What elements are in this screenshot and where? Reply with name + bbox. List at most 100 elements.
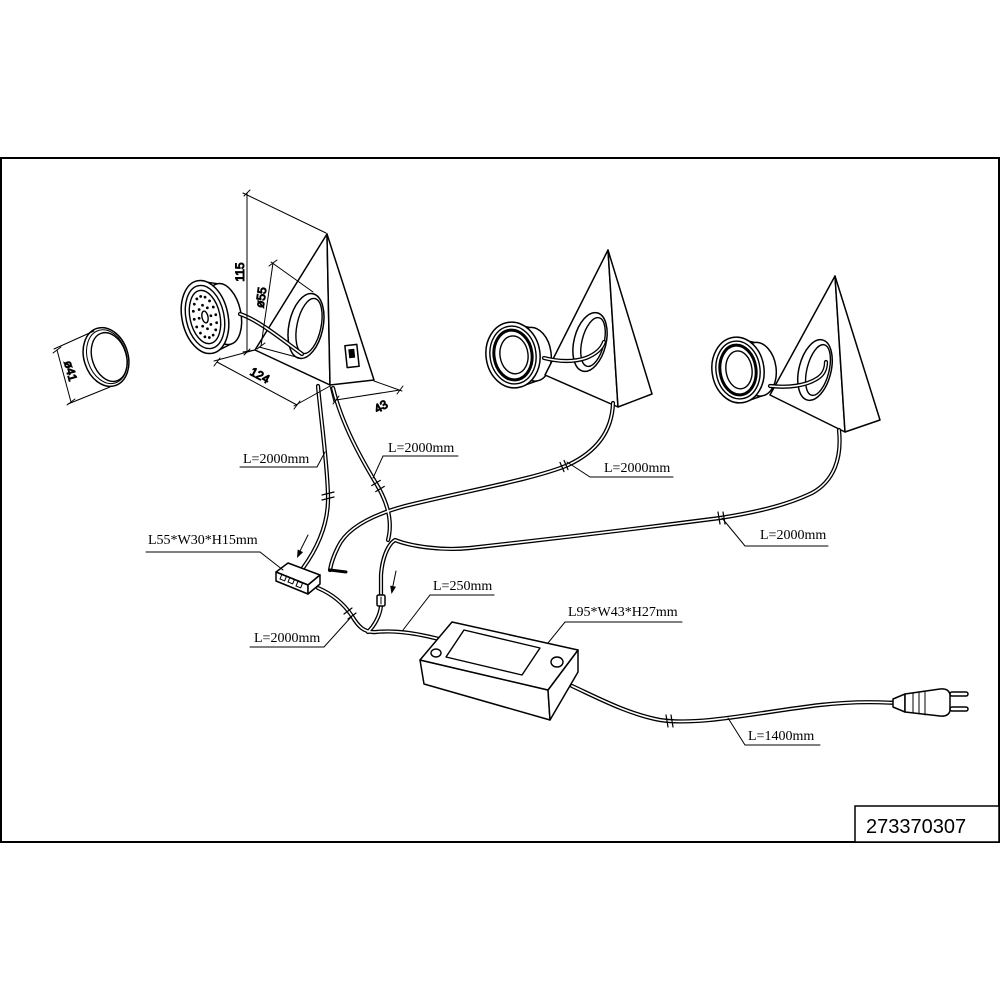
puck-3-dark-ring xyxy=(718,343,758,397)
arrow-connector xyxy=(390,570,397,594)
led-dot xyxy=(207,336,211,339)
led-dot xyxy=(197,308,201,311)
cable-length-label: L=2000mm xyxy=(604,461,670,476)
cable-connectors xyxy=(328,568,386,607)
part-number: 273370307 xyxy=(866,816,966,838)
plug-pin-top xyxy=(949,691,969,697)
leader-light-1-cable-a: L=2000mm xyxy=(239,451,326,468)
leader-light-3-cable: L=2000mm xyxy=(721,517,829,547)
housing-3-hole-inner xyxy=(804,343,832,397)
dimension-height: 115 xyxy=(233,189,327,356)
leader-line xyxy=(721,517,829,547)
dim-tick xyxy=(293,400,301,410)
cable-length-label: L=2000mm xyxy=(243,452,309,467)
light-1-housing xyxy=(254,233,375,386)
led-dot xyxy=(192,302,196,306)
break-mark xyxy=(321,491,335,501)
leader-junction-output: L=2000mm xyxy=(249,615,353,648)
leader-mains-cable: L=1400mm xyxy=(727,717,821,746)
led-dot xyxy=(205,306,209,310)
cable-length-label: L=250mm xyxy=(433,579,492,594)
led-dot xyxy=(209,323,213,326)
led-dot xyxy=(203,335,207,339)
dim-tick xyxy=(52,346,62,354)
housing-3-side-face xyxy=(834,275,881,433)
puck-1-bezel xyxy=(180,279,230,355)
cutout-ring-outer xyxy=(82,326,130,388)
led-dot xyxy=(199,295,203,298)
led-dot xyxy=(192,317,196,321)
housing-1-side-face xyxy=(326,233,375,386)
leader-line xyxy=(566,461,674,478)
leader-line xyxy=(249,615,353,648)
junction-box-size-label: L55*W30*H15mm xyxy=(148,533,258,548)
leader-driver-output: L=250mm xyxy=(402,579,495,631)
dim-tick xyxy=(256,342,266,350)
light-2-puck xyxy=(485,321,553,389)
dimension-cutout-diameter: ø41 xyxy=(52,330,111,406)
puck-2-dark-ring xyxy=(492,328,534,382)
led-dot xyxy=(195,297,199,301)
dim-line xyxy=(335,389,401,401)
dim-tick xyxy=(243,189,251,197)
leader-driver: L95*W43*H27mm xyxy=(547,605,683,644)
driver-top-face xyxy=(419,621,579,691)
led-dot xyxy=(197,316,201,320)
led-dot xyxy=(209,314,213,318)
led-dot xyxy=(201,303,204,307)
break-mark xyxy=(665,714,674,728)
dim-extension xyxy=(329,385,335,403)
led-dot xyxy=(199,331,202,335)
drawing-frame xyxy=(0,157,1000,843)
led-dot xyxy=(191,309,195,313)
cable-length-label: L=2000mm xyxy=(254,631,320,646)
cable-length-label: L=1400mm xyxy=(748,729,814,744)
puck-3-lens xyxy=(725,350,753,390)
led-dot xyxy=(214,328,218,332)
leader-line xyxy=(547,621,683,644)
led-dot xyxy=(195,325,199,329)
led-dot xyxy=(208,299,211,303)
leader-line xyxy=(727,717,821,746)
arrow-junction-input xyxy=(297,534,309,558)
led-dot xyxy=(211,305,215,309)
junction-port xyxy=(279,573,288,582)
junction-box-side xyxy=(307,574,321,595)
dim-line xyxy=(260,262,274,347)
light-2-cable-tip xyxy=(328,568,348,574)
light-1-puck xyxy=(180,279,243,355)
dimension-light-diameter: ø55 xyxy=(252,259,314,359)
title-block: 273370307 xyxy=(854,805,1000,843)
led-dot xyxy=(215,321,219,325)
arrow-shaft xyxy=(392,570,397,589)
arrow-head xyxy=(390,585,396,594)
dim-tick xyxy=(332,395,340,405)
dimension-depth: 43 xyxy=(329,380,404,416)
plug-body xyxy=(904,688,951,717)
dim-tick xyxy=(268,259,278,267)
puck-1-lens xyxy=(188,289,222,345)
dim-extension xyxy=(270,261,314,293)
plug-pin-bottom xyxy=(949,706,969,712)
driver-size-label: L95*W43*H27mm xyxy=(568,605,678,620)
dim-extension xyxy=(258,346,301,359)
puck-1-center xyxy=(201,310,209,324)
leader-line xyxy=(372,455,459,479)
led-dot xyxy=(206,327,209,331)
dim-light-diameter-label: ø55 xyxy=(253,286,270,309)
dim-tick xyxy=(213,357,221,367)
light-3-housing xyxy=(769,275,881,433)
leader-line xyxy=(239,451,326,468)
driver-screw-tab-right xyxy=(550,656,564,668)
led-dot xyxy=(201,324,205,328)
cutout-ring xyxy=(82,326,130,388)
leader-junction-box: L55*W30*H15mm xyxy=(145,533,284,571)
dimension-width: 124 xyxy=(213,349,331,410)
dim-line xyxy=(56,349,72,403)
cable-length-label: L=2000mm xyxy=(388,441,454,456)
dim-extension xyxy=(293,385,331,407)
cable-length-label: L=2000mm xyxy=(760,528,826,543)
driver-screw-tab-left xyxy=(430,648,442,658)
led-dot xyxy=(203,295,207,299)
